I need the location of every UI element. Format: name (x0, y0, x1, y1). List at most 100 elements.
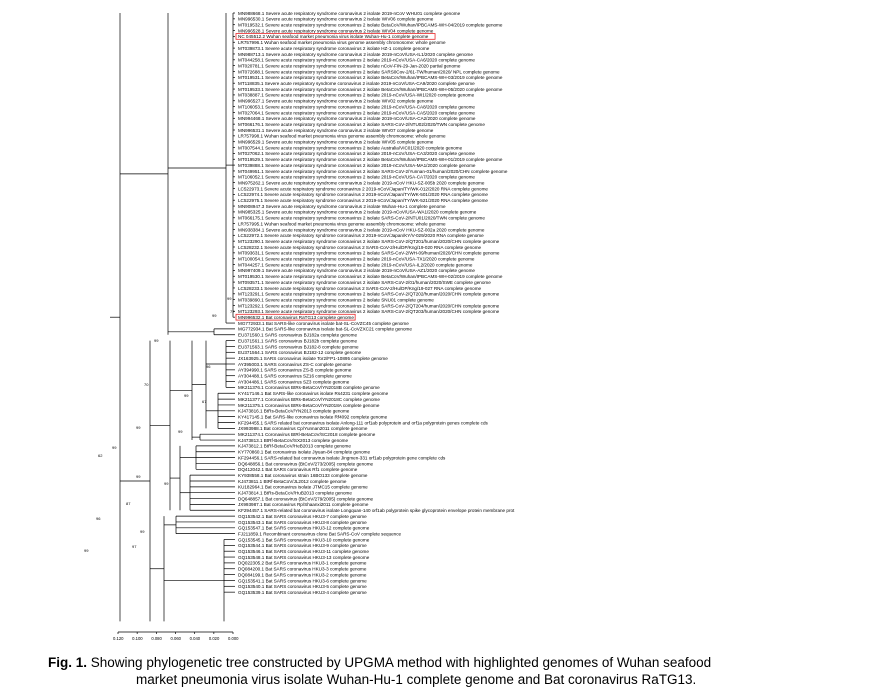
leaf-label: GQ153545.1 Bat SARS coronavirus HKU3-10 … (238, 537, 370, 542)
caption-label: Fig. 1. (48, 655, 88, 670)
leaf-label: KJ473816.1 BtRs-BetaCoV/YN2013 complete … (238, 409, 350, 414)
leaf-label: LR757998.1 Wuhan seafood market pneumoni… (238, 134, 446, 139)
leaf-label: AY394990.1 SARS coronavirus ZS-B complet… (238, 368, 352, 373)
leaf-label: NC 045512.2 Wuhan seafood market pneumon… (238, 34, 429, 39)
scale-tick-label: 0.080 (151, 636, 162, 641)
leaf-label: MT093631.1 Severe acute respiratory synd… (238, 251, 500, 256)
leaf-label: LC528232.1 Severe acute respiratory synd… (238, 245, 482, 250)
scale-tick-label: 0.120 (113, 636, 124, 641)
leaf-label: MK211374.1 Coronavirus BtRl-BetaCoV/SC20… (238, 432, 376, 437)
leaf-label: KF294456.1 SARS-related bat coronavirus … (238, 455, 446, 460)
leaf-label: MK211376.1 Coronavirus BtRs-BetaCoV/YN20… (238, 385, 380, 390)
leaf-label: MT072688.1 Severe acute respiratory synd… (238, 69, 500, 74)
bootstrap-label: 99 (112, 445, 117, 450)
leaf-label: MN996531.1 Severe acute respiratory synd… (238, 128, 434, 133)
scale-tick-label: 0.040 (190, 636, 201, 641)
leaf-label: MT019533.1 Severe acute respiratory synd… (238, 87, 503, 92)
caption-line-2: market pneumonia virus isolate Wuhan-Hu-… (136, 672, 697, 687)
leaf-label: MT039888.1 Severe acute respiratory synd… (238, 163, 476, 168)
leaf-label: MN988668.1 Severe acute respiratory synd… (238, 11, 461, 16)
bootstrap-label: 99 (154, 338, 159, 343)
leaf-label: DQ084200.1 Bat SARS coronavirus HKU3-3 c… (238, 567, 367, 572)
leaf-label: MT019529.1 Severe acute respiratory synd… (238, 157, 503, 162)
leaf-label: AY304488.1 SARS coronavirus SZ16 complet… (238, 374, 352, 379)
leaf-label: LR757996.1 Wuhan seafood market pneumoni… (238, 40, 446, 45)
leaf-label: MT106052.1 Severe acute respiratory synd… (238, 175, 475, 180)
leaf-label: MN996529.1 Severe acute respiratory synd… (238, 140, 434, 145)
leaf-label: EU371563.1 SARS coronavirus BJ182-8 comp… (238, 344, 359, 349)
leaf-label: JX163925.1 SARS coronavirus isolate Tor2… (238, 356, 388, 361)
leaf-label: MT123290.1 Severe acute respiratory synd… (238, 239, 500, 244)
highlight-box (235, 313, 356, 321)
caption-line-1: Showing phylogenetic tree constructed by… (90, 655, 712, 670)
leaf-label: MN996527.1 Severe acute respiratory synd… (238, 99, 434, 104)
leaf-label: MT007544.1 Severe acute respiratory synd… (238, 145, 463, 150)
leaf-label: DQ412042.1 Bat SARS coronavirus Rf1 comp… (238, 467, 358, 472)
leaf-label: MT019532.1 Severe acute respiratory synd… (238, 23, 503, 28)
leaf-label: MT019531.1 Severe acute respiratory synd… (238, 75, 503, 80)
leaf-label: MN996532.1 Bat coronavirus RaTG13 comple… (238, 315, 354, 320)
leaf-label: MT039873.1 Severe acute respiratory synd… (238, 46, 430, 51)
leaf-label: MN997409.1 Severe acute respiratory synd… (238, 268, 475, 273)
leaf-label: MT027062.1 Severe acute respiratory synd… (238, 151, 475, 156)
leaf-label: MT020781.1 Severe acute respiratory synd… (238, 63, 461, 68)
leaf-label: LC522972.1 Severe acute respiratory synd… (238, 233, 484, 238)
leaf-label: MT123293.1 Severe acute respiratory synd… (238, 309, 500, 314)
leaf-label: MT123292.1 Severe acute respiratory synd… (238, 303, 500, 308)
leaf-label: DQ022305.2 Bat SARS coronavirus HKU3-1 c… (238, 561, 367, 566)
scale-tick-label: 0.020 (209, 636, 220, 641)
bootstrap-label: 99 (227, 296, 232, 301)
leaf-label: MT066176.1 Severe acute respiratory synd… (238, 122, 485, 127)
leaf-label: MN908947.3 Severe acute respiratory synd… (238, 204, 446, 209)
leaf-label: MT019530.1 Severe acute respiratory synd… (238, 274, 503, 279)
leaf-label: LR757995.1 Wuhan seafood market pneumoni… (238, 221, 446, 226)
leaf-label: LC528233.1 Severe acute respiratory synd… (238, 286, 482, 291)
leaf-label: KJ473811.1 BtRf-BetaCoV/JL2012 complete … (238, 479, 347, 484)
bootstrap-label: 99 (178, 429, 183, 434)
leaf-label: MT123291.1 Severe acute respiratory synd… (238, 292, 500, 297)
bootstrap-label: 99 (136, 474, 141, 479)
leaf-label: JX993987.1 Bat coronavirus Rp/Shaanxi201… (238, 502, 369, 507)
leaf-label: MT038887.1 Severe acute respiratory synd… (238, 93, 475, 98)
leaf-label: MT044258.1 Severe acute respiratory synd… (238, 58, 475, 63)
bootstrap-label: 99 (164, 481, 169, 486)
bootstrap-label: 99 (212, 313, 217, 318)
leaf-label: GQ153546.1 Bat SARS coronavirus HKU3-11 … (238, 549, 369, 554)
leaf-label: KY938558.1 Bat coronavirus strain 16BO13… (238, 473, 368, 478)
leaf-label: AY304486.1 SARS coronavirus SZ3 complete… (238, 379, 350, 384)
bootstrap-label: 96 (206, 364, 211, 369)
leaf-label: MT100054.1 Severe acute respiratory synd… (238, 257, 475, 262)
leaf-label: GQ153541.1 Bat SARS coronavirus HKU3-6 c… (238, 578, 367, 583)
leaf-label: MN985325.1 Severe acute respiratory synd… (238, 210, 477, 215)
leaf-label: KF294455.1 SARS related bat coronavirus … (238, 420, 489, 425)
phylogenetic-tree: MN988668.1 Severe acute respiratory synd… (84, 11, 515, 641)
leaf-label: GQ153543.1 Bat SARS coronavirus HKU3-8 c… (238, 520, 367, 525)
scale-tick-label: 0.000 (228, 636, 239, 641)
bootstrap-label: 87 (126, 501, 131, 506)
bootstrap-label: 67 (202, 399, 207, 404)
leaf-label: MT093571.1 Severe acute respiratory synd… (238, 280, 491, 285)
leaf-label: KU182964.1 Bat coronavirus isolate JTMC1… (238, 485, 368, 490)
bootstrap-label: 62 (98, 453, 103, 458)
leaf-label: GQ153547.1 Bat SARS coronavirus HKU3-12 … (238, 526, 370, 531)
leaf-label: MT049951.1 Severe acute respiratory synd… (238, 169, 508, 174)
leaf-label: MK211377.1 Coronavirus BtRs-BetaCoV/YN20… (238, 397, 380, 402)
bootstrap-label: 70 (144, 382, 149, 387)
leaf-label: MK211375.1 Coronavirus BtRs-BetaCoV/YN20… (238, 403, 380, 408)
leaf-label: MN975262.1 Severe acute respiratory synd… (238, 180, 485, 185)
bootstrap-label: 99 (184, 393, 189, 398)
leaf-label: GQ153544.1 Bat SARS coronavirus HKU3-9 c… (238, 543, 367, 548)
figure-caption: Fig. 1. Showing phylogenetic tree constr… (48, 654, 848, 688)
leaf-label: LC522974.1 Severe acute respiratory synd… (238, 192, 488, 197)
leaf-label: GQ153540.1 Bat SARS coronavirus HKU3-5 c… (238, 584, 367, 589)
bootstrap-label: 99 (140, 529, 145, 534)
leaf-label: DQ648857.1 Bat coronavirus (BtCoV/279/20… (238, 496, 374, 501)
bootstrap-label: 96 (96, 516, 101, 521)
leaf-label: DQ648856.1 Bat coronavirus (BtCoV/273/20… (238, 461, 374, 466)
leaf-label: KY417145.1 Bat SARS-like coronavirus iso… (238, 414, 388, 419)
leaf-label: EU371561.1 SARS coronavirus BJ182b compl… (238, 338, 357, 343)
leaf-label: MT027064.1 Severe acute respiratory synd… (238, 110, 475, 115)
leaf-label: KJ473814.1 BtRs-BetaCoV/HuB2013 complete… (238, 491, 352, 496)
bootstrap-label: 77 (230, 309, 235, 314)
